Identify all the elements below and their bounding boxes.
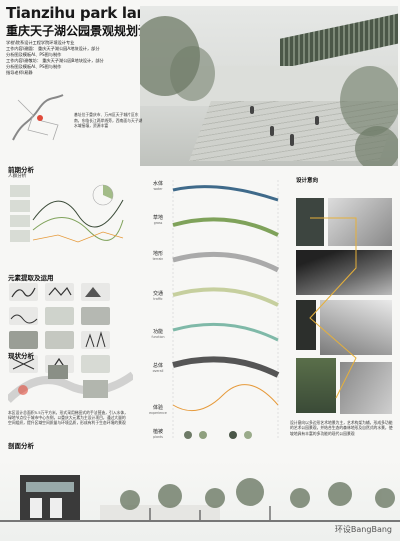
layer-en: function xyxy=(151,335,165,339)
location-map xyxy=(12,94,64,141)
layer-en: experience xyxy=(149,411,167,415)
elevation-title: 剖面分析 xyxy=(8,442,34,450)
elevation-section xyxy=(0,460,400,541)
info-block: 学校\院系设计工程学院环境设计专业 工作内容\谢圆： 重庆天子湖公园A地块设计，… xyxy=(6,40,156,76)
section-title-analysis: 前期分析 xyxy=(8,166,34,174)
info-line: 指导老师\易静 xyxy=(6,70,33,75)
title-chinese: 重庆天子湖公园景观规划设计 xyxy=(6,24,163,38)
site-description: 基址位于重庆市、万州区天子城片区东南，东临长江两岸线旁，西南面与天子湖水域接壤，… xyxy=(74,112,143,128)
element-sketch xyxy=(9,283,38,301)
layer-cn: 草地 xyxy=(152,215,163,221)
layer-en: plants xyxy=(153,435,163,439)
population-label: 人群分析 xyxy=(8,174,27,179)
design-title: 设计意向 xyxy=(296,178,319,184)
exploded-layer-diagram xyxy=(172,180,280,440)
info-line: 学校\院系设计工程学院环境设计专业 xyxy=(6,40,75,45)
person xyxy=(270,126,274,136)
person xyxy=(290,134,294,146)
element-sketch xyxy=(81,283,111,301)
info-line: 工作内容\谢敬坊： 重庆天子湖公园B地块设计，部分 xyxy=(6,58,104,63)
element-grid xyxy=(8,282,133,378)
intent-photo xyxy=(328,198,392,246)
layer-en: overall xyxy=(152,369,164,373)
person xyxy=(250,106,254,114)
tree xyxy=(340,66,398,136)
intent-connectors xyxy=(309,217,357,399)
intent-photo xyxy=(340,362,392,414)
layer-en: traffic xyxy=(153,297,163,301)
design-text: 设计意向以多边形艺术地景为主，艺术构架为辅，形成多功能的艺术公园景观，并结合生态… xyxy=(290,420,393,436)
element-sketch xyxy=(45,283,75,301)
intent-photo xyxy=(296,198,324,246)
population-chart xyxy=(10,184,124,243)
element-sketch xyxy=(45,331,75,349)
element-sketch xyxy=(45,307,75,325)
canopy-structure xyxy=(280,13,398,69)
intent-photo xyxy=(296,300,316,350)
tree xyxy=(170,46,215,101)
tree xyxy=(355,126,398,166)
info-line: 分析图及模板AI、PS图与制作 xyxy=(6,52,62,57)
elevation-drawing xyxy=(0,475,400,522)
layer-en: terrain xyxy=(152,257,164,261)
layer-cn: 植被 xyxy=(152,429,163,435)
element-sketch xyxy=(81,307,111,325)
intent-photo xyxy=(296,250,392,295)
intent-photo xyxy=(320,300,392,355)
element-sketch xyxy=(9,355,38,373)
status-diagram xyxy=(8,365,133,403)
layer-en: water xyxy=(153,187,163,191)
analysis-body-text: 本区设计总面积5.5万平方米，形式采用梯田式的手法营造，引入水体，绿地节点位于城… xyxy=(8,410,128,426)
status-title: 现状分析 xyxy=(8,352,34,360)
layer-cn: 体验 xyxy=(152,405,163,411)
element-sketch xyxy=(81,331,111,349)
element-sketch xyxy=(9,307,38,325)
person xyxy=(315,116,319,125)
element-sketch xyxy=(81,355,111,373)
elements-title: 元素提取及运用 xyxy=(8,274,54,282)
layer-en: grass xyxy=(153,221,163,225)
info-line: 分析图及模板AI、PS图与制作 xyxy=(6,64,62,69)
intent-photo xyxy=(296,358,336,413)
layer-cn: 地形 xyxy=(152,251,163,257)
watermark: 环设BangBang xyxy=(334,525,392,534)
layer-cn: 总体 xyxy=(152,363,163,369)
layer-cn: 功能 xyxy=(152,329,163,335)
element-sketch xyxy=(9,331,38,349)
info-line: 工作内容\谢圆： 重庆天子湖公园A地块设计，部分 xyxy=(6,46,100,51)
layer-cn: 交通 xyxy=(152,291,163,297)
hero-rendering xyxy=(140,6,398,166)
layer-cn: 水体 xyxy=(152,181,163,187)
